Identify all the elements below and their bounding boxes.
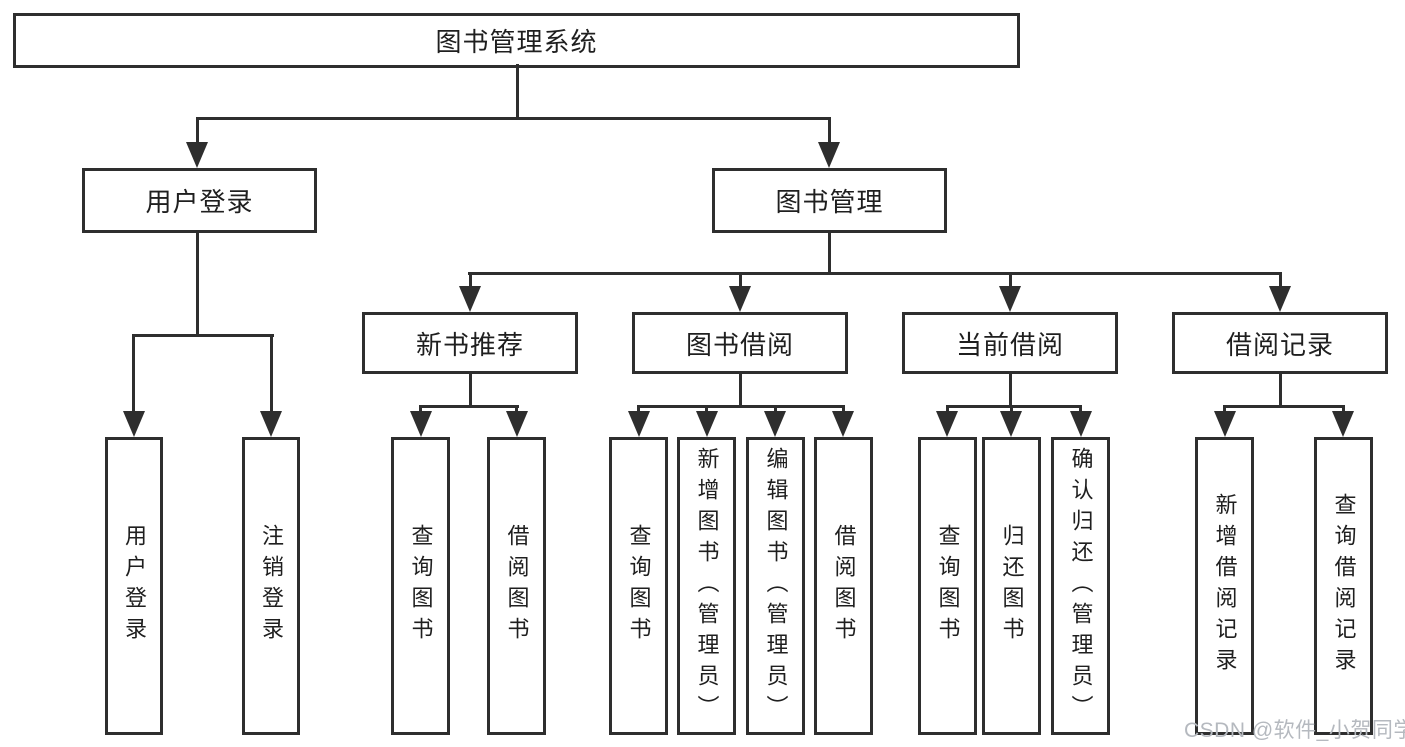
node-label: 新书推荐 [415,329,524,360]
arrowhead [1332,411,1354,437]
connector [469,371,472,408]
node-book-borrowing: 图书借阅 [632,312,848,374]
connector [774,405,777,415]
connector [946,405,1082,408]
node-label: 用户登录 [145,187,254,217]
connector [1079,405,1082,415]
leaf-return-books: 归还图书 [982,437,1041,735]
leaf-edit-books-admin: 编辑图书（管理员） [746,437,805,735]
leaf-borrow-books-recommend: 借阅图书 [487,437,546,735]
connector [1223,405,1345,408]
connector [1010,405,1013,415]
connector [516,64,519,120]
connector [1342,405,1345,415]
connector [705,405,708,415]
arrowhead [186,142,208,168]
node-label: 当前借阅 [955,329,1064,360]
leaf-label: 归还图书 [999,524,1025,648]
leaf-borrow-books-borrowing: 借阅图书 [814,437,873,735]
connector [419,405,519,408]
node-label: 图书管理系统 [435,27,598,57]
leaf-query-books-borrowing: 查询图书 [609,437,668,735]
connector [842,405,845,415]
connector [132,334,274,337]
connector [739,272,742,290]
connector [419,405,422,415]
connector [468,272,1282,275]
arrowhead [1269,286,1291,312]
arrowhead [832,411,854,437]
leaf-label: 新增借阅记录 [1212,493,1238,679]
node-book-management: 图书管理 [712,168,947,233]
leaf-query-borrow-record: 查询借阅记录 [1314,437,1373,735]
arrowhead [999,286,1021,312]
connector [828,117,831,147]
arrowhead [260,411,282,437]
connector [828,230,831,275]
arrowhead [123,411,145,437]
connector [1009,371,1012,408]
connector [1279,272,1282,290]
arrowhead [1000,411,1022,437]
arrowhead [1070,411,1092,437]
leaf-user-login: 用户登录 [105,437,163,735]
arrowhead [936,411,958,437]
leaf-label: 查询图书 [626,524,652,648]
node-current-borrowing: 当前借阅 [902,312,1118,374]
connector [1223,405,1226,415]
arrowhead [729,286,751,312]
connector [637,405,640,415]
node-label: 图书管理 [775,187,884,217]
arrowhead [818,142,840,168]
connector [469,272,472,290]
node-new-book-recommend: 新书推荐 [362,312,578,374]
leaf-label: 用户登录 [122,524,147,648]
connector [270,334,273,414]
leaf-confirm-return-admin: 确认归还（管理员） [1051,437,1110,735]
csdn-watermark: CSDN @软件_小贺同学 [1184,719,1405,742]
arrowhead [696,411,718,437]
connector [132,334,135,414]
connector [196,117,199,147]
leaf-add-books-admin: 新增图书（管理员） [677,437,736,735]
connector [196,230,199,337]
arrowhead [506,411,528,437]
arrowhead [764,411,786,437]
node-label: 图书借阅 [685,329,794,360]
leaf-label: 注销登录 [259,524,284,648]
leaf-logout: 注销登录 [242,437,300,735]
arrowhead [1214,411,1236,437]
leaf-label: 编辑图书（管理员） [763,446,789,726]
node-user-login: 用户登录 [82,168,317,233]
connector [1279,371,1282,408]
leaf-label: 新增图书（管理员） [694,446,720,726]
arrowhead [459,286,481,312]
leaf-label: 查询借阅记录 [1331,493,1357,679]
leaf-label: 查询图书 [935,524,961,648]
leaf-label: 确认归还（管理员） [1068,446,1094,726]
node-label: 借阅记录 [1225,329,1334,360]
leaf-label: 借阅图书 [504,524,530,648]
arrowhead [628,411,650,437]
node-borrowing-records: 借阅记录 [1172,312,1388,374]
leaf-query-books-current: 查询图书 [918,437,977,735]
leaf-add-borrow-record: 新增借阅记录 [1195,437,1254,735]
leaf-query-books-recommend: 查询图书 [391,437,450,735]
connector [946,405,949,415]
connector [515,405,518,415]
connector [637,405,845,408]
connector [196,117,830,120]
leaf-label: 查询图书 [408,524,434,648]
connector [1009,272,1012,290]
node-root-system: 图书管理系统 [13,13,1020,68]
connector [739,371,742,408]
leaf-label: 借阅图书 [831,524,857,648]
arrowhead [410,411,432,437]
